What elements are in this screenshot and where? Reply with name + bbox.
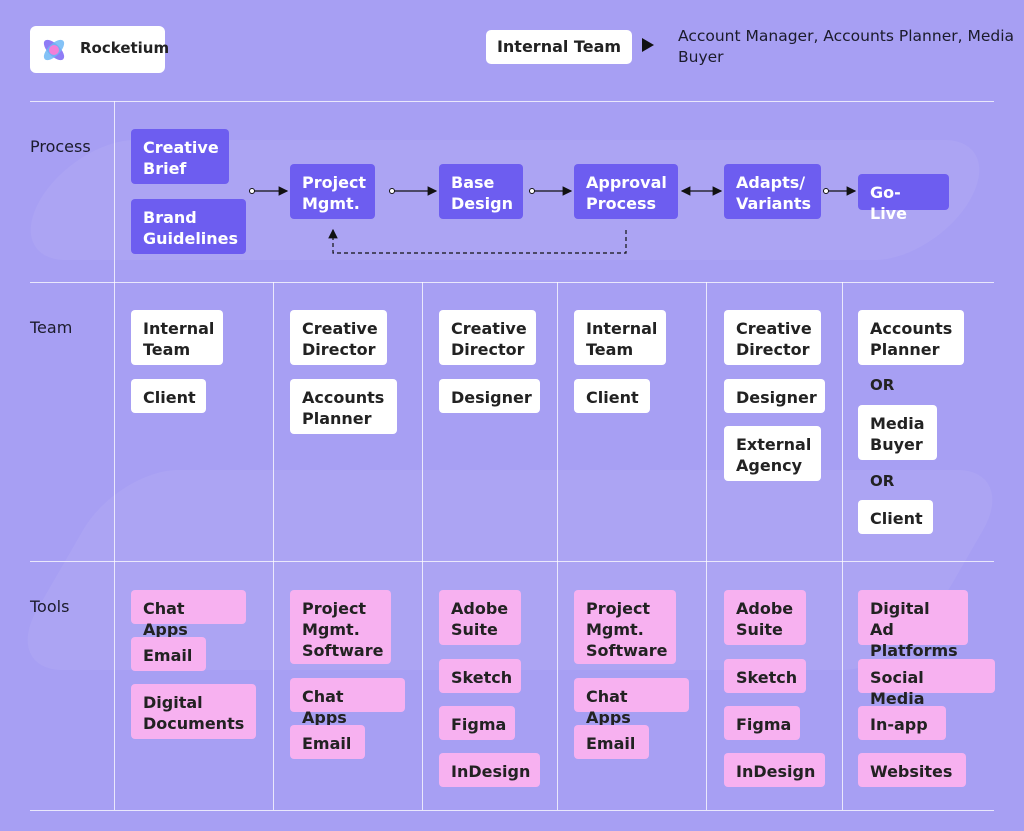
team-col3-designer: Designer xyxy=(439,379,540,413)
or-label: OR xyxy=(870,472,895,490)
brand-name: Rocketium xyxy=(80,39,170,57)
divider xyxy=(842,282,843,810)
legend-internal-team-box: Internal Team xyxy=(486,30,632,64)
tool-col3-figma: Figma xyxy=(439,706,515,740)
divider xyxy=(30,282,994,283)
tool-col4-chat-apps: Chat Apps xyxy=(574,678,689,727)
tool-col4-project-mgmt-software: Project Mgmt. Software xyxy=(574,590,676,664)
tool-col6-websites: Websites xyxy=(858,753,966,787)
rocketium-logo-icon xyxy=(43,39,65,61)
team-col1-internal-team: Internal Team xyxy=(131,310,223,365)
tool-col5-figma: Figma xyxy=(724,706,800,740)
or-label: OR xyxy=(870,376,895,394)
tool-col5-adobe-suite: Adobe Suite xyxy=(724,590,806,645)
process-brand-guidelines: Brand Guidelines xyxy=(131,199,246,254)
tool-col2-project-mgmt-software: Project Mgmt. Software xyxy=(290,590,391,664)
process-approval-process: Approval Process xyxy=(574,164,678,219)
tool-col1-chat-apps: Chat Apps xyxy=(131,590,246,639)
team-col2-creative-director: Creative Director xyxy=(290,310,387,365)
tool-col6-in-app: In-app xyxy=(858,706,946,740)
tool-col2-email: Email xyxy=(290,725,365,759)
divider xyxy=(114,101,115,810)
team-col5-designer: Designer xyxy=(724,379,825,413)
tool-col5-sketch: Sketch xyxy=(724,659,806,693)
divider xyxy=(706,282,707,810)
team-col6-accounts-planner: Accounts Planner xyxy=(858,310,964,365)
divider xyxy=(422,282,423,810)
team-col5-creative-director: Creative Director xyxy=(724,310,821,365)
row-label-team: Team xyxy=(30,318,73,337)
tool-col5-indesign: InDesign xyxy=(724,753,825,787)
team-col2-accounts-planner: Accounts Planner xyxy=(290,379,397,434)
divider xyxy=(30,810,994,811)
tool-col2-chat-apps: Chat Apps xyxy=(290,678,405,727)
process-creative-brief: Creative Brief xyxy=(131,129,229,184)
tool-col3-adobe-suite: Adobe Suite xyxy=(439,590,521,645)
team-col4-internal-team: Internal Team xyxy=(574,310,666,365)
team-col3-creative-director: Creative Director xyxy=(439,310,536,365)
tool-col4-email: Email xyxy=(574,725,649,759)
tool-col1-digital-documents: Digital Documents xyxy=(131,684,256,739)
legend-arrow-icon xyxy=(642,38,654,52)
team-col6-media-buyer: Media Buyer xyxy=(858,405,937,460)
row-label-process: Process xyxy=(30,137,91,156)
legend-description: Account Manager, Accounts Planner, Media… xyxy=(678,27,1015,66)
tool-col3-indesign: InDesign xyxy=(439,753,540,787)
process-adapts-variants: Adapts/ Variants xyxy=(724,164,821,219)
team-col4-client: Client xyxy=(574,379,650,413)
divider xyxy=(557,282,558,810)
tool-col6-social-media: Social Media xyxy=(858,659,995,708)
tool-col1-email: Email xyxy=(131,637,206,671)
process-go-live: Go-Live xyxy=(858,174,949,223)
divider xyxy=(273,282,274,810)
team-col6-client: Client xyxy=(858,500,933,534)
tool-col3-sketch: Sketch xyxy=(439,659,521,693)
brand-logo-card: Rocketium xyxy=(30,26,169,73)
divider xyxy=(30,561,994,562)
divider xyxy=(30,101,994,102)
process-base-design: Base Design xyxy=(439,164,523,219)
row-label-tools: Tools xyxy=(30,597,70,616)
process-project-mgmt: Project Mgmt. xyxy=(290,164,375,219)
team-col5-external-agency: External Agency xyxy=(724,426,821,481)
team-col1-client: Client xyxy=(131,379,206,413)
tool-col6-digital-ad-platforms: Digital Ad Platforms xyxy=(858,590,968,660)
